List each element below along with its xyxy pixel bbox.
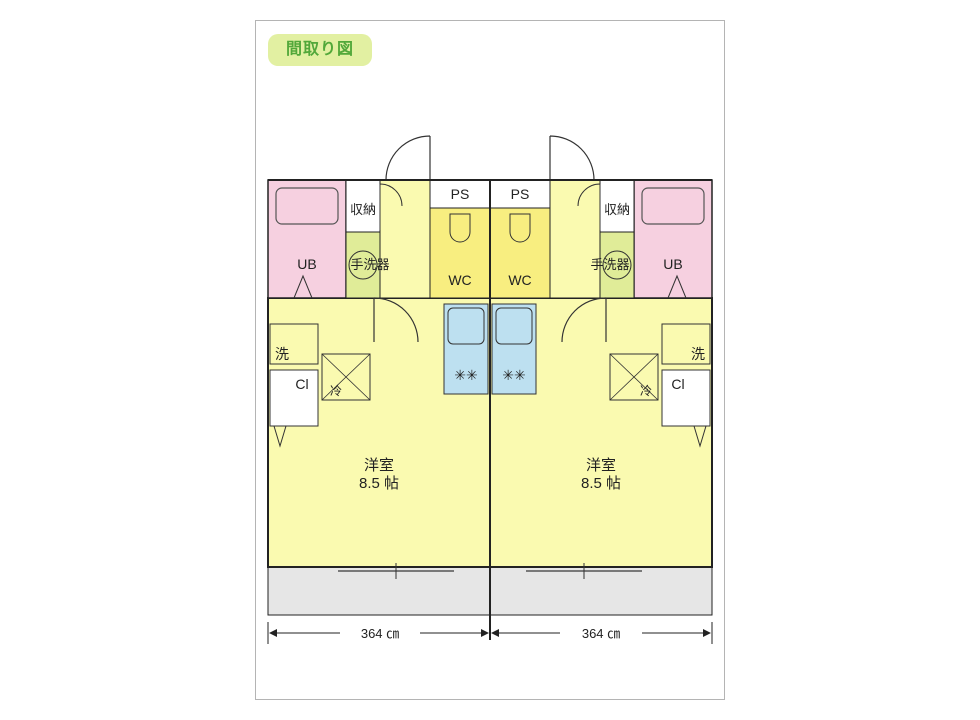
- bath-door-right: [667, 274, 687, 299]
- ub-label-right: UB: [663, 256, 682, 272]
- laundry-left: [269, 323, 319, 365]
- sink-right: [495, 307, 533, 345]
- wash-basin-left: [348, 250, 378, 280]
- storage-door-right: [577, 183, 601, 230]
- wc-right: [489, 207, 551, 299]
- balcony-left: [267, 566, 491, 616]
- entrance-door-right: [549, 135, 595, 181]
- ub-label-left: UB: [297, 256, 316, 272]
- wash-basin-label-right: 手洗器: [590, 257, 629, 272]
- unit-right: ✳✳ 洋室 8.5 帖 PS 収納 UB 手洗器 WC 洗 Cl 冷 364 ㎝: [489, 135, 713, 644]
- closet-right: [661, 369, 711, 427]
- laundry-label-left: 洗: [275, 346, 289, 362]
- dimension-label-left: 364 ㎝: [361, 626, 399, 641]
- closet-door-right: [693, 425, 707, 448]
- storage-left: [345, 179, 381, 233]
- ps-label-left: PS: [451, 186, 470, 202]
- closet-label-left: Cl: [295, 376, 308, 392]
- storage-door-left: [379, 183, 403, 230]
- room-size-right: 8.5 帖: [581, 475, 621, 492]
- toilet-right: [509, 213, 531, 243]
- laundry-label-right: 洗: [691, 346, 705, 362]
- storage-label-left: 収納: [350, 202, 376, 217]
- toilet-left: [449, 213, 471, 243]
- closet-left: [269, 369, 319, 427]
- ps-right: [489, 179, 551, 209]
- wash-basin-right: [602, 250, 632, 280]
- hall-left: [379, 179, 431, 299]
- room-door-left: [373, 297, 419, 343]
- stove-right: ✳✳: [502, 367, 525, 383]
- balcony-right: [489, 566, 713, 616]
- room-size-left: 8.5 帖: [359, 475, 399, 492]
- closet-label-right: Cl: [671, 376, 684, 392]
- unit-left: ✳✳ 洋室 8.5 帖 PS 収納 UB 手洗器 WC 洗 Cl 冷 364 ㎝: [267, 135, 491, 644]
- bath-left: [267, 179, 347, 299]
- fridge-label-left: 冷: [330, 384, 342, 398]
- wash-basin-label-left: 手洗器: [350, 257, 389, 272]
- room-label-left: 洋室: [364, 457, 394, 474]
- closet-door-left: [273, 425, 287, 448]
- storage-label-right: 収納: [604, 202, 630, 217]
- room-door-right: [561, 297, 607, 343]
- entrance-door-left: [385, 135, 431, 181]
- room-label-right: 洋室: [586, 457, 616, 474]
- hall-right: [549, 179, 601, 299]
- bath-door-left: [293, 274, 313, 299]
- wc-label-right: WC: [508, 272, 531, 288]
- stove-left: ✳✳: [454, 367, 477, 383]
- bathtub-right: [641, 187, 705, 225]
- sink-left: [447, 307, 485, 345]
- wc-label-left: WC: [448, 272, 471, 288]
- ps-label-right: PS: [511, 186, 530, 202]
- fridge-label-right: 冷: [640, 384, 652, 398]
- bath-right: [633, 179, 713, 299]
- bathtub-left: [275, 187, 339, 225]
- dimension-label-right: 364 ㎝: [582, 626, 620, 641]
- wc-left: [429, 207, 491, 299]
- floor-plan-title: 間取り図: [268, 34, 372, 66]
- laundry-right: [661, 323, 711, 365]
